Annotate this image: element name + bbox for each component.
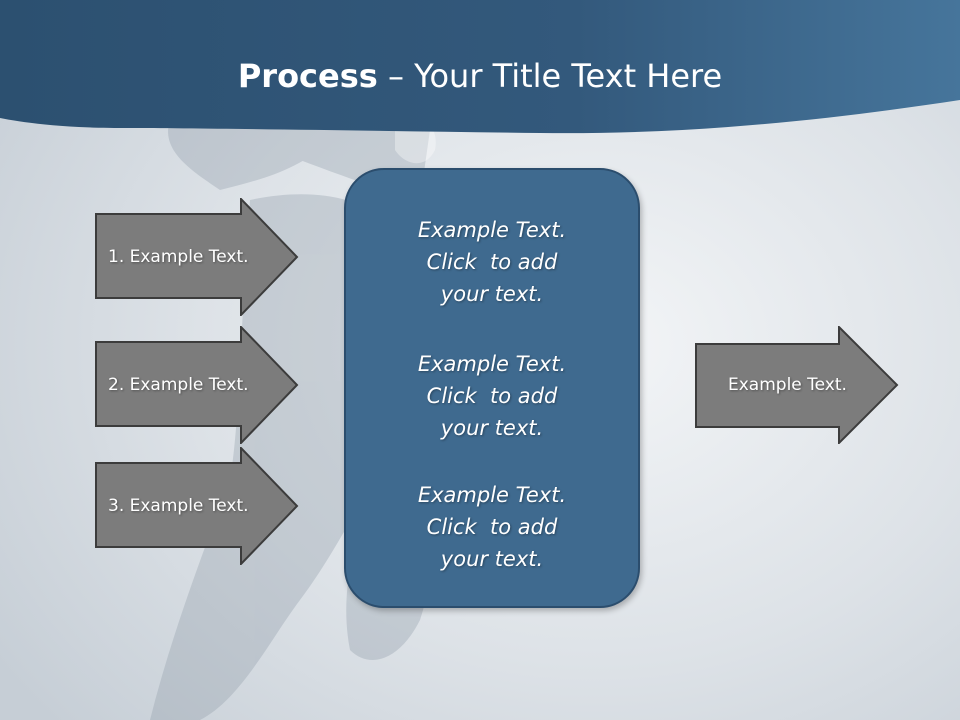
input-arrow-label: 2. Example Text.	[108, 375, 249, 395]
right-arrow-shape	[95, 326, 299, 444]
title-rest-part: – Your Title Text Here	[377, 57, 723, 95]
input-arrow-label: 3. Example Text.	[108, 496, 249, 516]
slide-title: Process – Your Title Text Here	[0, 52, 960, 100]
right-arrow-shape	[95, 447, 299, 565]
process-text-line: Click to add	[426, 250, 558, 274]
output-arrow-label: Example Text.	[728, 375, 847, 395]
output-arrow[interactable]: Example Text.	[695, 326, 901, 444]
process-text-line: your text.	[440, 547, 544, 571]
title-bold-part: Process	[237, 57, 378, 95]
process-text-line: Example Text.	[417, 483, 567, 507]
process-text-block-1: Example Text. Click to add your text.	[346, 214, 638, 310]
process-text-block-3: Example Text. Click to add your text.	[346, 479, 638, 575]
right-arrow-shape	[95, 198, 299, 316]
right-arrow-shape	[695, 326, 899, 444]
process-text-block-2: Example Text. Click to add your text.	[346, 348, 638, 444]
process-text-line: Click to add	[426, 384, 558, 408]
process-text-line: your text.	[440, 416, 544, 440]
input-arrow-1[interactable]: 1. Example Text.	[95, 198, 301, 316]
input-arrow-2[interactable]: 2. Example Text.	[95, 326, 301, 444]
process-box[interactable]: Example Text. Click to add your text. Ex…	[344, 168, 640, 608]
process-text-line: Example Text.	[417, 352, 567, 376]
process-text-line: your text.	[440, 282, 544, 306]
process-text-line: Click to add	[426, 515, 558, 539]
header-band	[0, 0, 960, 134]
process-text-line: Example Text.	[417, 218, 567, 242]
input-arrow-label: 1. Example Text.	[108, 247, 249, 267]
input-arrow-3[interactable]: 3. Example Text.	[95, 447, 301, 565]
